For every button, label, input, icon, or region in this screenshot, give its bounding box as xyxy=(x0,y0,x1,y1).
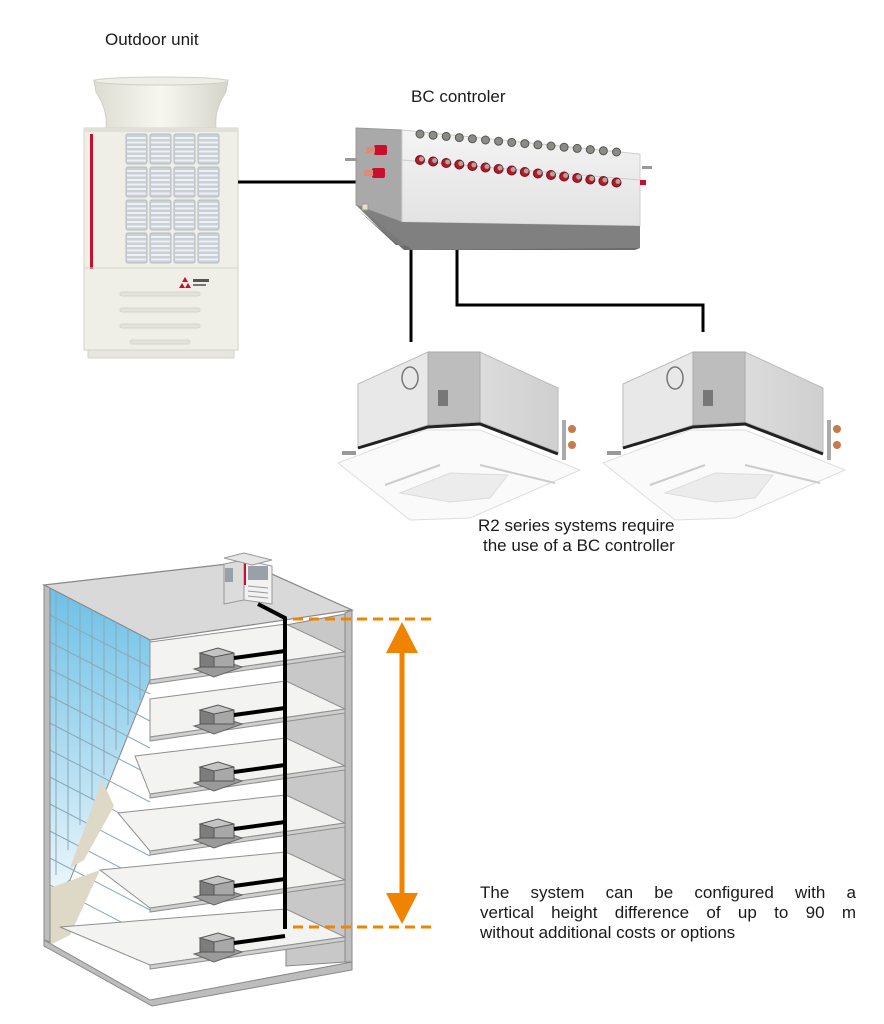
rooftop-outdoor-unit xyxy=(223,552,273,605)
air-intake-grille xyxy=(398,472,509,503)
building-floor xyxy=(149,623,347,685)
bc-main-connectors xyxy=(345,145,652,211)
glass-transom xyxy=(43,638,151,695)
bc-port-top xyxy=(572,143,582,153)
branch-pipe xyxy=(233,649,286,660)
pipe-fitting xyxy=(833,441,841,449)
glass-transom xyxy=(43,665,151,722)
building-floor xyxy=(59,908,347,970)
height-difference-arrow xyxy=(293,617,432,929)
branch-pipe xyxy=(233,706,286,717)
bc-controller-label: BC controler xyxy=(411,87,506,106)
glass-transom xyxy=(43,692,151,749)
height-note-line-2: vertical height difference of up to 90 m xyxy=(480,903,856,922)
indoor-cassette-units xyxy=(336,351,847,521)
bc-port-top xyxy=(612,147,621,157)
building-floor xyxy=(149,680,347,742)
bc-port-top xyxy=(598,146,608,156)
outdoor-unit-label: Outdoor unit xyxy=(105,30,199,49)
bc-controller xyxy=(345,127,652,250)
bc-port-top xyxy=(585,145,595,155)
brand-stripe xyxy=(90,134,93,269)
bc-port-top xyxy=(559,142,569,152)
mitsubishi-logo-icon xyxy=(179,277,209,288)
pipe-fitting xyxy=(568,441,576,449)
pipe-fitting xyxy=(568,425,576,433)
branch-pipe xyxy=(233,877,286,888)
bc-port-top xyxy=(520,139,530,149)
bc-port-top xyxy=(546,141,556,151)
branch-pipe xyxy=(233,820,286,831)
glass-transom xyxy=(43,719,151,776)
bc-port-top xyxy=(533,140,543,150)
height-note-line-1: The system can be configured with a xyxy=(480,883,856,902)
bc-port-top xyxy=(415,129,425,139)
building-floor xyxy=(134,737,347,799)
r2-requirement-note: R2 series systems require the use of a B… xyxy=(478,516,738,556)
air-intake-grille xyxy=(663,472,774,503)
knockout-icon xyxy=(401,366,419,390)
glass-transom xyxy=(43,611,151,668)
glass-transom xyxy=(43,746,151,803)
bc-port-top xyxy=(507,137,517,147)
outdoor-unit xyxy=(83,76,239,359)
knockout-icon xyxy=(666,366,684,390)
bc-port-top xyxy=(428,130,438,140)
bc-port-top xyxy=(481,135,490,145)
glass-facade-grid xyxy=(43,591,151,938)
bc-port-top xyxy=(441,131,451,141)
bc-port-top xyxy=(494,136,504,146)
r2-note-line-1: R2 series systems require xyxy=(478,516,675,535)
indoor-cassette-unit xyxy=(601,351,847,521)
glass-transom xyxy=(43,854,151,911)
building-cross-section xyxy=(41,552,432,1007)
bc-port-top xyxy=(454,133,464,143)
building-floor xyxy=(117,794,347,856)
height-difference-note: The system can be configured with a vert… xyxy=(480,883,856,943)
outdoor-unit-grille xyxy=(125,133,220,264)
pipe-fitting xyxy=(833,425,841,433)
r2-note-line-2: the use of a BC controller xyxy=(483,536,675,555)
bc-branch-ports xyxy=(415,129,622,188)
branch-pipe xyxy=(233,763,286,774)
indoor-cassette-unit xyxy=(336,351,582,521)
branch-pipe xyxy=(233,934,286,945)
height-note-line-3: without additional costs or options xyxy=(480,923,736,942)
bc-port-top xyxy=(467,134,477,144)
